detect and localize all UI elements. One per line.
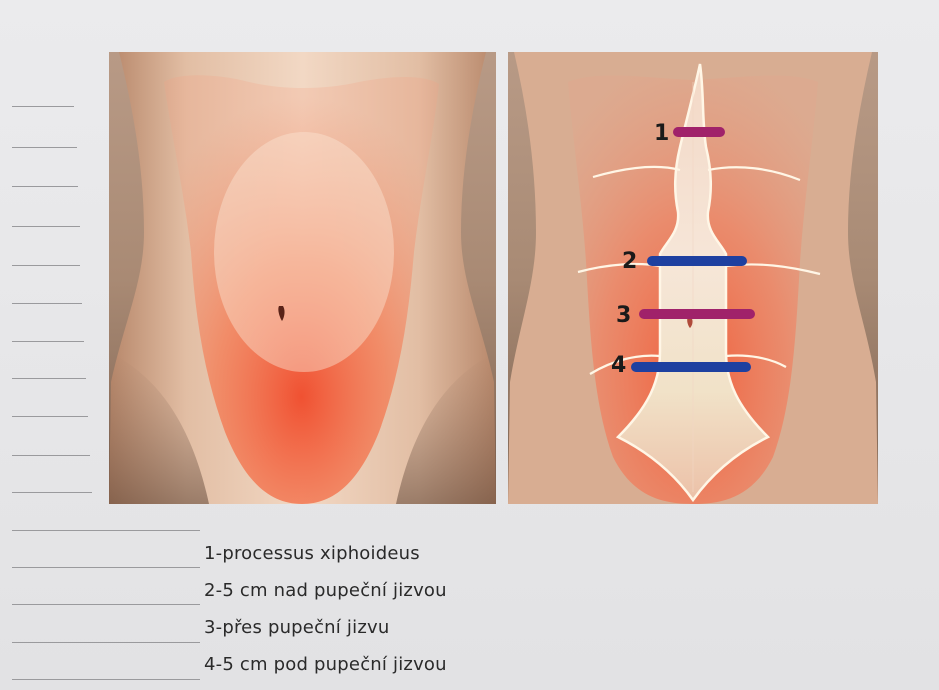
writing-rule <box>12 106 74 107</box>
writing-rule <box>12 604 200 605</box>
writing-rule <box>12 642 200 643</box>
abdomen-illustration-right: 1 2 3 4 <box>508 52 878 504</box>
marker-number: 2 <box>622 249 637 274</box>
abdomen-figure-left <box>109 52 496 504</box>
legend-item-2: 2-5 cm nad pupeční jizvou <box>204 572 447 609</box>
writing-rule <box>12 492 92 493</box>
writing-rule <box>12 226 80 227</box>
marker-number: 4 <box>611 353 626 378</box>
abdomen-figure-right: 1 2 3 4 <box>508 52 878 504</box>
writing-rule <box>12 341 84 342</box>
marker-number: 3 <box>616 303 631 328</box>
legend-item-4: 4-5 cm pod pupeční jizvou <box>204 646 447 683</box>
writing-rule <box>12 530 200 531</box>
legend-item-3: 3-přes pupeční jizvu <box>204 609 447 646</box>
writing-rule <box>12 416 88 417</box>
writing-rule <box>12 455 90 456</box>
marker-number: 1 <box>654 121 669 146</box>
writing-rule <box>12 265 80 266</box>
legend-item-1: 1-processus xiphoideus <box>204 535 447 572</box>
writing-rule <box>12 378 86 379</box>
writing-rule <box>12 147 77 148</box>
writing-rule <box>12 679 200 680</box>
writing-rule <box>12 303 82 304</box>
abdomen-illustration-left <box>109 52 496 504</box>
writing-rule <box>12 567 200 568</box>
writing-rule <box>12 186 78 187</box>
legend: 1-processus xiphoideus 2-5 cm nad pupečn… <box>204 535 447 683</box>
